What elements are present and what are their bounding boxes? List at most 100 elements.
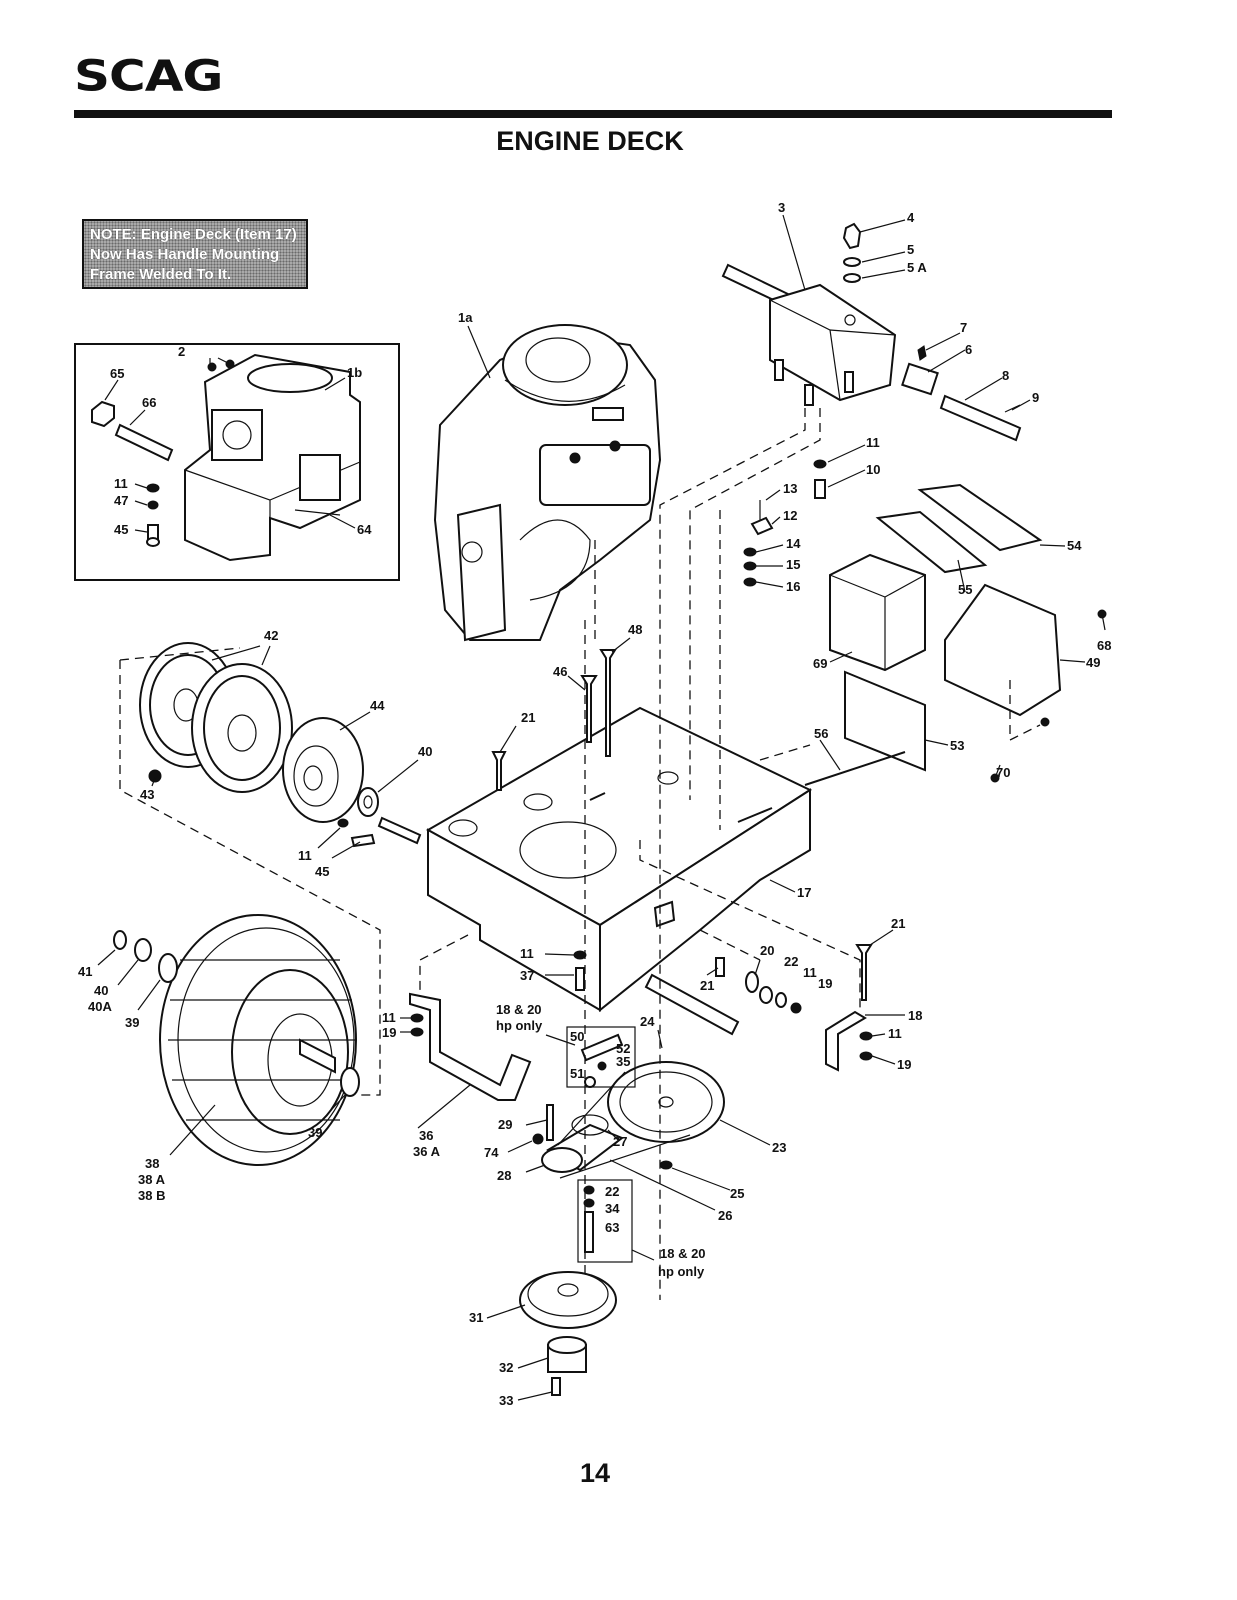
part-9-pin — [1004, 404, 1021, 413]
callout-47: 47 — [114, 493, 128, 508]
callout-20: 20 — [760, 943, 774, 958]
callout-10: 10 — [866, 462, 880, 477]
note-box: NOTE: Engine Deck (Item 17) Now Has Hand… — [82, 219, 308, 289]
callout-45b: 45 — [114, 522, 128, 537]
callout-3: 3 — [778, 200, 785, 215]
callout-22b: 22 — [605, 1184, 619, 1199]
callout-37: 37 — [520, 968, 534, 983]
upper-hp-only-parts-box — [566, 1026, 636, 1088]
callout-1a: 1a — [458, 310, 473, 325]
callout-26: 26 — [718, 1208, 732, 1223]
bracket-36-drawing — [409, 992, 532, 1101]
callout-69: 69 — [813, 656, 827, 671]
callout-11d: 11 — [298, 848, 312, 863]
callout-14: 14 — [786, 536, 801, 551]
callout-21c: 21 — [521, 710, 535, 725]
callout-56: 56 — [814, 726, 828, 741]
callout-hp-upper-2: hp only — [496, 1018, 543, 1033]
callout-35: 35 — [616, 1054, 630, 1069]
page-title: ENGINE DECK — [496, 126, 684, 156]
callout-41: 41 — [78, 964, 92, 979]
callout-33: 33 — [499, 1393, 513, 1408]
callout-40b: 40 — [94, 983, 108, 998]
callout-19b: 19 — [818, 976, 832, 991]
callout-39b: 39 — [308, 1125, 322, 1140]
callout-hp-lower-2: hp only — [658, 1264, 705, 1279]
callout-1b: 1b — [347, 365, 362, 380]
callout-27: 27 — [613, 1134, 627, 1149]
callout-44: 44 — [370, 698, 385, 713]
callout-49: 49 — [1086, 655, 1100, 670]
parts-10-16 — [743, 459, 827, 587]
callout-28: 28 — [497, 1168, 511, 1183]
callout-21a: 21 — [891, 916, 905, 931]
callout-48: 48 — [628, 622, 642, 637]
callout-55: 55 — [958, 582, 972, 597]
idler-arm-28-and-belt-26 — [541, 1071, 691, 1179]
callout-36a: 36 A — [413, 1144, 441, 1159]
callout-63: 63 — [605, 1220, 619, 1235]
callout-19a: 19 — [897, 1057, 911, 1072]
callout-40a: 40 — [418, 744, 432, 759]
header-rule — [74, 110, 1112, 118]
note-line-2: Now Has Handle Mounting — [90, 246, 280, 263]
callout-38a: 38 A — [138, 1172, 166, 1187]
callout-4: 4 — [907, 210, 915, 225]
transmission-3-drawing — [721, 263, 897, 406]
callout-13: 13 — [783, 481, 797, 496]
callout-21b: 21 — [700, 978, 714, 993]
callout-12: 12 — [783, 508, 797, 523]
scag-logo: SCAG — [74, 51, 223, 101]
bracket-18-drawing — [825, 1010, 867, 1072]
callout-46: 46 — [553, 664, 567, 679]
callout-9: 9 — [1032, 390, 1039, 405]
part-6-coupler — [901, 362, 939, 396]
callout-65: 65 — [110, 366, 124, 381]
callout-42: 42 — [264, 628, 278, 643]
idler-pulley-23 — [607, 1061, 725, 1143]
note-line-3: Frame Welded To It. — [90, 266, 232, 283]
callout-36: 36 — [419, 1128, 433, 1143]
pulleys-42-drawing — [139, 642, 293, 793]
part-8-shaft — [939, 394, 1022, 442]
callout-68: 68 — [1097, 638, 1111, 653]
engine-1b-drawing — [184, 353, 361, 562]
callout-2: 2 — [178, 344, 185, 359]
callout-11f: 11 — [382, 1010, 396, 1025]
callout-66: 66 — [142, 395, 156, 410]
callout-11g: 11 — [114, 476, 128, 491]
callout-labels: 1a 1b 2 3 4 5 5 A 7 6 8 9 11 10 13 12 14… — [78, 200, 1111, 1408]
callout-51: 51 — [570, 1066, 584, 1081]
callout-5: 5 — [907, 242, 914, 257]
engine-1a-drawing — [433, 324, 662, 642]
callout-32: 32 — [499, 1360, 513, 1375]
callout-39a: 39 — [125, 1015, 139, 1030]
alignment-dashed-lines — [119, 408, 1041, 1300]
part-5-washer — [843, 257, 861, 267]
part-7-key — [917, 345, 927, 361]
callout-38: 38 — [145, 1156, 159, 1171]
callout-23: 23 — [772, 1140, 786, 1155]
callout-11a: 11 — [866, 435, 880, 450]
part-66-pin — [114, 423, 174, 462]
part-65-nut — [91, 400, 115, 428]
callout-17: 17 — [797, 885, 811, 900]
callout-hp-upper-1: 18 & 20 — [496, 1002, 542, 1017]
callout-11e: 11 — [520, 946, 534, 961]
callout-19c: 19 — [382, 1025, 396, 1040]
callout-25: 25 — [730, 1186, 744, 1201]
hub-32-bolt-33 — [547, 1336, 587, 1396]
callout-70: 70 — [996, 765, 1010, 780]
washer-40-and-bolt-45 — [337, 787, 422, 848]
callout-22a: 22 — [784, 954, 798, 969]
callout-15: 15 — [786, 557, 800, 572]
callout-52: 52 — [616, 1041, 630, 1056]
wheel-38-drawing — [159, 914, 357, 1166]
callout-16: 16 — [786, 579, 800, 594]
leader-lines — [97, 214, 1106, 1401]
callout-43: 43 — [140, 787, 154, 802]
note-line-1: NOTE: Engine Deck (Item 17) — [90, 226, 297, 243]
callout-11b: 11 — [888, 1026, 902, 1041]
callout-11c: 11 — [803, 965, 817, 980]
pulley-44-drawing — [282, 717, 364, 823]
